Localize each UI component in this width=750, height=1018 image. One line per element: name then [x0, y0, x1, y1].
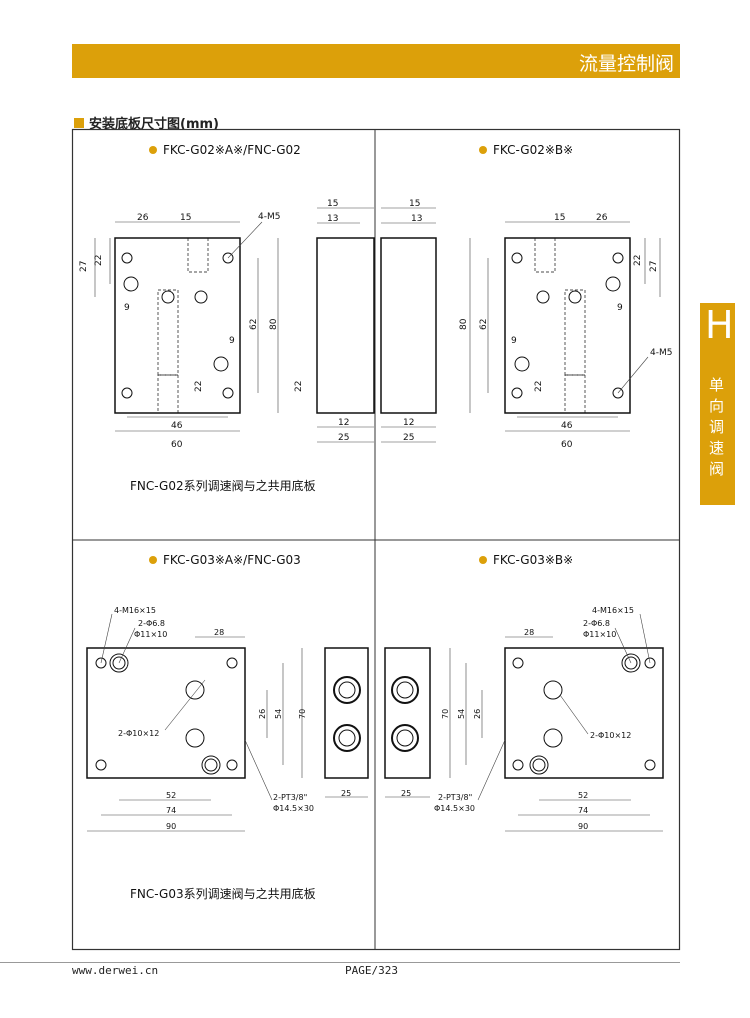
dim-label: 22	[94, 255, 104, 266]
dim-label: 54	[457, 709, 466, 719]
dim-label: 22	[294, 381, 304, 392]
dim-label: 90	[166, 822, 176, 831]
dim-label: 46	[561, 421, 573, 431]
side-tab: H 单向调速阀	[700, 303, 735, 505]
dim-label: 2-Φ6.8	[583, 619, 610, 628]
dim-label: 60	[171, 440, 183, 450]
dim-label: 15	[554, 213, 565, 223]
dim-label: 4-M16×15	[592, 606, 634, 615]
dim-label: 26	[137, 213, 149, 223]
g03b-plate-drawing: 4-M16×15 2-Φ6.8 Φ11×10 28 26 54 70 2-Φ10…	[434, 606, 664, 832]
dim-label: 15	[409, 199, 420, 209]
side-tab-letter: H	[705, 303, 734, 347]
dim-label: 70	[298, 709, 307, 719]
dim-label: 27	[79, 261, 89, 272]
side-tab-notch	[735, 303, 750, 345]
dim-label: 28	[214, 628, 224, 637]
dim-label: 12	[338, 418, 349, 428]
dim-label: 9	[124, 303, 130, 313]
dim-label: 80	[269, 318, 279, 330]
bullet-icon	[479, 146, 487, 154]
dim-label: 60	[561, 440, 573, 450]
dim-label: 80	[459, 318, 469, 330]
main-frame	[71, 128, 681, 951]
dim-label: 90	[578, 822, 588, 831]
dim-label: 46	[171, 421, 183, 431]
header-title: 流量控制阀	[578, 53, 674, 75]
square-bullet-icon	[74, 118, 84, 128]
dim-label: 62	[249, 319, 259, 330]
panel-title: FKC-G02※A※/FNC-G02	[163, 143, 301, 157]
dim-label: 4-M5	[258, 212, 280, 222]
page-number: PAGE/323	[345, 964, 398, 977]
footer-url[interactable]: www.derwei.cn	[72, 964, 159, 977]
panel-title: FKC-G03※B※	[493, 553, 573, 567]
dim-label: 2-Φ6.8	[138, 619, 165, 628]
g03a-plate-drawing: 4-M16×15 2-Φ6.8 Φ11×10 28 26 54 70 2-Φ10…	[86, 606, 431, 832]
dim-label: 12	[403, 418, 414, 428]
dim-label: 22	[534, 381, 544, 392]
dim-label: 52	[166, 791, 176, 800]
g02a-plate-drawing: 26 15 4-M5 27 22 9 62 80 9 22 46 60 15 1…	[79, 199, 437, 450]
dim-label: 54	[274, 709, 283, 719]
dim-label: 26	[258, 709, 267, 719]
dim-label: 62	[479, 319, 489, 330]
footer-divider	[0, 962, 680, 963]
section-title: 安装底板尺寸图(mm)	[74, 113, 219, 132]
side-tab-label: 单向调速阀	[709, 376, 725, 478]
panel-title: FKC-G03※A※/FNC-G03	[163, 553, 301, 567]
header-bar: 流量控制阀	[72, 44, 680, 78]
dim-label: Φ14.5×30	[434, 804, 475, 813]
dim-label: 26	[473, 709, 482, 719]
bullet-icon	[149, 556, 157, 564]
dim-label: 9	[617, 303, 623, 313]
dim-label: 13	[327, 214, 338, 224]
dim-label: 27	[649, 261, 659, 272]
dim-label: 4-M5	[650, 348, 672, 358]
dim-label: 2-Φ10×12	[590, 731, 631, 740]
dim-label: 22	[633, 255, 643, 266]
dim-label: 25	[401, 789, 411, 798]
dim-label: 28	[524, 628, 534, 637]
dim-label: 52	[578, 791, 588, 800]
g02b-plate-drawing: 15 13 12 25 15 26 22 27 9 80 62 9 22 4-M…	[403, 199, 672, 450]
dim-label: 13	[411, 214, 422, 224]
panel-caption: FNC-G02系列调速阀与之共用底板	[130, 478, 316, 493]
dim-label: 2-PT3/8"	[273, 793, 307, 802]
section-title-text: 安装底板尺寸图(mm)	[89, 117, 219, 132]
dim-label: Φ14.5×30	[273, 804, 314, 813]
dim-label: 15	[180, 213, 191, 223]
dim-label: 15	[327, 199, 338, 209]
dim-label: 22	[194, 381, 204, 392]
dim-label: 74	[578, 806, 588, 815]
dim-label: 26	[596, 213, 608, 223]
dim-label: 9	[511, 336, 517, 346]
dim-label: 2-Φ10×12	[118, 729, 159, 738]
dim-label: 4-M16×15	[114, 606, 156, 615]
dim-label: 2-PT3/8"	[438, 793, 472, 802]
bullet-icon	[149, 146, 157, 154]
dim-label: 70	[441, 709, 450, 719]
dim-label: Φ11×10	[583, 630, 616, 639]
dim-label: 25	[403, 433, 414, 443]
dim-label: Φ11×10	[134, 630, 167, 639]
panel-caption: FNC-G03系列调速阀与之共用底板	[130, 886, 316, 901]
dim-label: 25	[338, 433, 349, 443]
panel-title: FKC-G02※B※	[493, 143, 573, 157]
dim-label: 9	[229, 336, 235, 346]
bullet-icon	[479, 556, 487, 564]
dim-label: 25	[341, 789, 351, 798]
dim-label: 74	[166, 806, 176, 815]
